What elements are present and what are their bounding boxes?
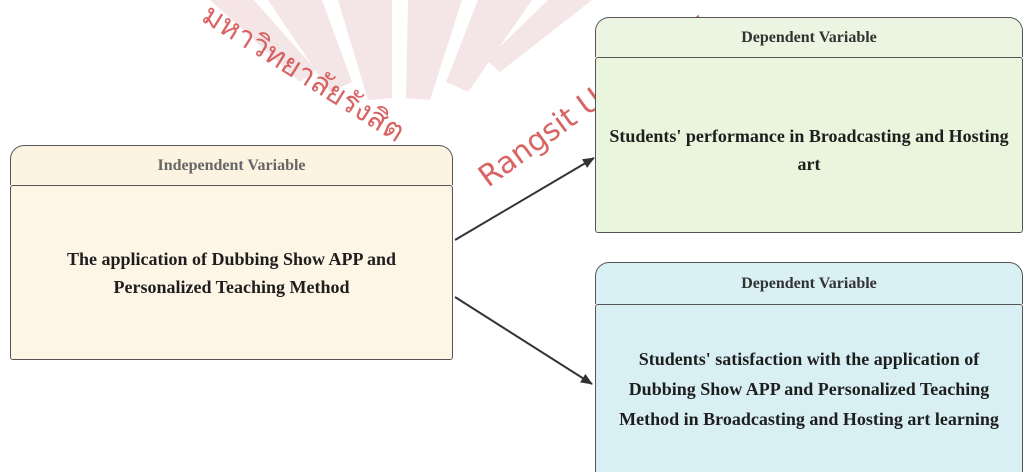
independent-variable-label: Independent Variable <box>157 156 306 174</box>
arrow-to-dependent-1 <box>454 157 595 241</box>
watermark-logo-rays <box>210 0 592 100</box>
independent-variable-box: The application of Dubbing Show APP and … <box>10 185 453 360</box>
arrow-to-dependent-2 <box>454 296 593 385</box>
dependent-variable-2-header: Dependent Variable <box>595 262 1023 304</box>
dependent-variable-2-label: Dependent Variable <box>741 274 877 292</box>
dependent-variable-2-box: Students' satisfaction with the applicat… <box>595 304 1023 472</box>
dependent-variable-1-text: Students' performance in Broadcasting an… <box>609 126 1009 174</box>
independent-variable-text: The application of Dubbing Show APP and … <box>66 248 397 297</box>
dependent-variable-1-header: Dependent Variable <box>595 17 1023 57</box>
independent-variable-header: Independent Variable <box>10 145 453 185</box>
dependent-variable-2-text: Students' satisfaction with the applicat… <box>619 348 999 429</box>
dependent-variable-1-box: Students' performance in Broadcasting an… <box>595 57 1023 233</box>
dependent-variable-1-label: Dependent Variable <box>741 28 877 46</box>
watermark-thai-text: มหาวิทยาลัยรังสิต <box>196 0 411 150</box>
